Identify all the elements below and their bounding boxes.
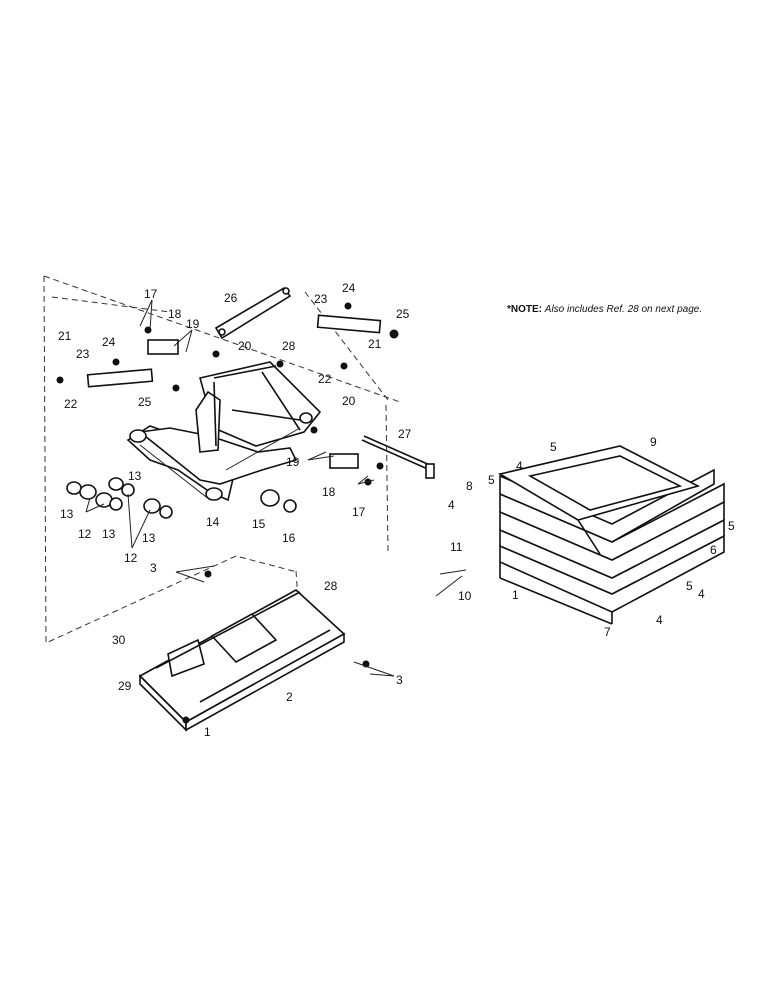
callout-14: 14	[206, 515, 220, 529]
callout-28: 28	[324, 579, 338, 593]
callout-30: 30	[112, 633, 126, 647]
callout-12: 12	[124, 551, 138, 565]
callout-5: 5	[728, 519, 735, 533]
callout-4: 4	[656, 613, 663, 627]
callout-18: 18	[322, 485, 336, 499]
callout-28: 28	[282, 339, 296, 353]
callout-17: 17	[352, 505, 366, 519]
callout-5: 5	[686, 579, 693, 593]
callout-24: 24	[102, 335, 116, 349]
cross-rod	[361, 435, 435, 479]
callout-20: 20	[342, 394, 356, 408]
lever-rod	[214, 286, 292, 340]
callout-21: 21	[368, 337, 382, 351]
callout-13: 13	[142, 531, 156, 545]
callout-25: 25	[396, 307, 410, 321]
callout-25: 25	[138, 395, 152, 409]
callouts: 1 1 2 3 3 4 4 4 4 5 5 5 5 6 7 8 9 10 11 …	[58, 281, 735, 739]
callout-22: 22	[318, 372, 332, 386]
callout-6: 6	[710, 543, 717, 557]
callout-10: 10	[458, 589, 472, 603]
callout-3: 3	[150, 561, 157, 575]
phantom-outline	[43, 275, 401, 644]
callout-9: 9	[650, 435, 657, 449]
callout-23: 23	[76, 347, 90, 361]
bellows-assembly	[497, 445, 725, 625]
callout-13: 13	[102, 527, 116, 541]
callout-23: 23	[314, 292, 328, 306]
callout-12: 12	[78, 527, 92, 541]
note-text: *NOTE: Also includes Ref. 28 on next pag…	[507, 304, 702, 315]
callout-15: 15	[252, 517, 266, 531]
callout-5: 5	[550, 440, 557, 454]
note-body: Also includes Ref. 28 on next page.	[544, 304, 703, 315]
callout-29: 29	[118, 679, 132, 693]
callout-21: 21	[58, 329, 72, 343]
suspension-frame	[126, 361, 322, 502]
callout-18: 18	[168, 307, 182, 321]
callout-13: 13	[60, 507, 74, 521]
callout-1: 1	[512, 588, 519, 602]
callout-8: 8	[466, 479, 473, 493]
callout-11: 11	[450, 540, 463, 554]
bushings	[56, 302, 399, 519]
callout-1: 1	[204, 725, 211, 739]
base-plate	[138, 570, 370, 732]
callout-5: 5	[488, 473, 495, 487]
callout-19: 19	[286, 455, 300, 469]
callout-2: 2	[286, 690, 293, 704]
callout-4: 4	[448, 498, 455, 512]
shock-absorbers	[86, 314, 382, 388]
callout-3: 3	[396, 673, 403, 687]
callout-26: 26	[224, 291, 238, 305]
callout-24: 24	[342, 281, 356, 295]
callout-13: 13	[128, 469, 142, 483]
callout-17: 17	[144, 287, 158, 301]
leader-lines	[85, 299, 467, 677]
callout-19: 19	[186, 317, 200, 331]
note-prefix: *NOTE:	[507, 304, 542, 315]
callout-4: 4	[698, 587, 705, 601]
callout-4: 4	[516, 459, 523, 473]
callout-22: 22	[64, 397, 78, 411]
callout-27: 27	[398, 427, 412, 441]
callout-16: 16	[282, 531, 296, 545]
callout-20: 20	[238, 339, 252, 353]
callout-7: 7	[604, 625, 611, 639]
